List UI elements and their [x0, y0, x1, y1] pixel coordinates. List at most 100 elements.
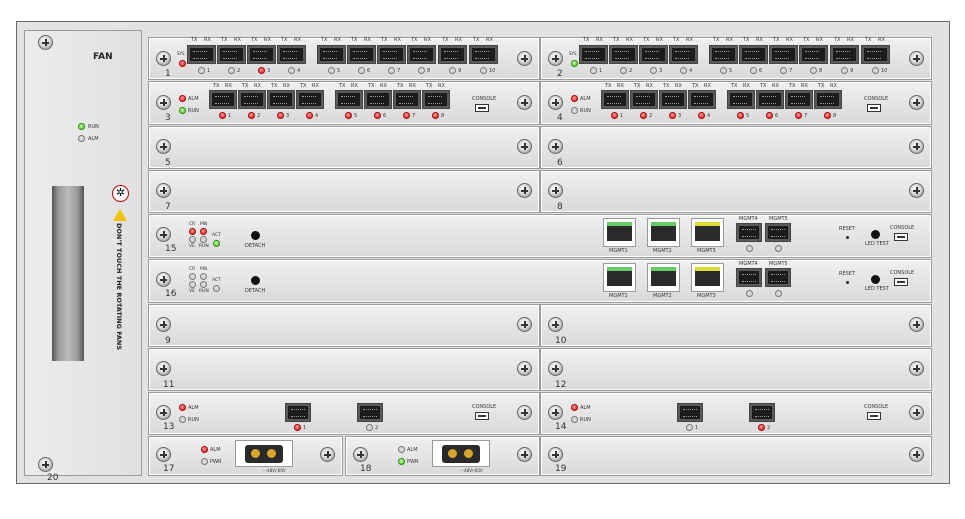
- port-1[interactable]: [677, 403, 703, 422]
- sfp-port-7[interactable]: [769, 45, 798, 64]
- screw-icon[interactable]: [909, 317, 924, 332]
- sfp-port-5[interactable]: [335, 90, 363, 109]
- screw-icon[interactable]: [156, 227, 171, 242]
- sfp-port-10[interactable]: [861, 45, 890, 64]
- empty-slot-9[interactable]: 9: [148, 304, 540, 347]
- control-card-slot-16[interactable]: 16 CR MN VE RUN ACT DETACH MGMT1 MGMT2 M…: [148, 259, 932, 303]
- screw-icon[interactable]: [156, 183, 171, 198]
- detach-button[interactable]: [251, 231, 260, 240]
- empty-slot-12[interactable]: 12: [540, 348, 932, 391]
- reset-button[interactable]: [846, 236, 849, 239]
- sfp-port-4[interactable]: [277, 45, 306, 64]
- sfp-port-6[interactable]: [347, 45, 376, 64]
- screw-icon[interactable]: [909, 183, 924, 198]
- screw-icon[interactable]: [517, 361, 532, 376]
- screw-icon[interactable]: [909, 361, 924, 376]
- sfp-port-6[interactable]: [739, 45, 768, 64]
- screw-icon[interactable]: [548, 361, 563, 376]
- screw-icon[interactable]: [548, 51, 563, 66]
- screw-icon[interactable]: [517, 95, 532, 110]
- sfp-port-10[interactable]: [469, 45, 498, 64]
- sfp-port-4[interactable]: [296, 90, 324, 109]
- mgmt1-port[interactable]: [603, 218, 636, 247]
- screw-icon[interactable]: [548, 183, 563, 198]
- sfp-port-2[interactable]: [630, 90, 658, 109]
- mgmt4-port[interactable]: [736, 268, 762, 287]
- line-card-slot-13[interactable]: 13 ALM RUN 1 2 CONSOLE: [148, 392, 540, 435]
- detach-button[interactable]: [251, 276, 260, 285]
- sfp-port-3[interactable]: [267, 90, 295, 109]
- screw-icon[interactable]: [909, 447, 924, 462]
- port-1[interactable]: [285, 403, 311, 422]
- screw-icon[interactable]: [909, 139, 924, 154]
- empty-slot-5[interactable]: 5: [148, 126, 540, 169]
- power-connector[interactable]: [235, 440, 293, 467]
- empty-slot-8[interactable]: 8: [540, 170, 932, 213]
- mgmt3-port[interactable]: [691, 218, 724, 247]
- sfp-port-8[interactable]: [799, 45, 828, 64]
- screw-icon[interactable]: [909, 95, 924, 110]
- screw-icon[interactable]: [517, 405, 532, 420]
- sfp-port-7[interactable]: [393, 90, 421, 109]
- led-test-button[interactable]: [871, 230, 880, 239]
- screw-icon[interactable]: [156, 95, 171, 110]
- screw-icon[interactable]: [156, 272, 171, 287]
- screw-icon[interactable]: [548, 405, 563, 420]
- console-port[interactable]: [867, 412, 881, 420]
- screw-icon[interactable]: [548, 95, 563, 110]
- screw-icon[interactable]: [156, 51, 171, 66]
- sfp-port-9[interactable]: [830, 45, 859, 64]
- screw-icon[interactable]: [156, 405, 171, 420]
- screw-icon[interactable]: [517, 51, 532, 66]
- sfp-port-2[interactable]: [238, 90, 266, 109]
- sfp-port-4[interactable]: [669, 45, 698, 64]
- sfp-port-7[interactable]: [785, 90, 813, 109]
- sfp-port-6[interactable]: [364, 90, 392, 109]
- screw-icon[interactable]: [156, 139, 171, 154]
- console-port[interactable]: [894, 278, 908, 286]
- screw-icon[interactable]: [156, 317, 171, 332]
- sfp-port-1[interactable]: [601, 90, 629, 109]
- sfp-port-5[interactable]: [727, 90, 755, 109]
- sfp-port-8[interactable]: [422, 90, 450, 109]
- console-port[interactable]: [475, 412, 489, 420]
- mgmt1-port[interactable]: [603, 263, 636, 292]
- screw-icon[interactable]: [517, 183, 532, 198]
- sfp-port-5[interactable]: [709, 45, 738, 64]
- console-port[interactable]: [867, 104, 881, 112]
- sfp-port-3[interactable]: [639, 45, 668, 64]
- empty-slot-11[interactable]: 11: [148, 348, 540, 391]
- screw-icon[interactable]: [38, 457, 53, 472]
- fan-module[interactable]: FAN RUN ALM ✲ DON'T TOUCH THE ROTATING F…: [24, 30, 142, 483]
- sfp-port-2[interactable]: [609, 45, 638, 64]
- power-module-slot-17[interactable]: 17 ALM PWR - -48V/-60V: [148, 436, 343, 476]
- screw-icon[interactable]: [548, 139, 563, 154]
- mgmt5-port[interactable]: [765, 268, 791, 287]
- console-port[interactable]: [894, 233, 908, 241]
- sfp-port-8[interactable]: [814, 90, 842, 109]
- screw-icon[interactable]: [517, 317, 532, 332]
- screw-icon[interactable]: [38, 35, 53, 50]
- sfp-port-8[interactable]: [407, 45, 436, 64]
- screw-icon[interactable]: [548, 317, 563, 332]
- screw-icon[interactable]: [517, 139, 532, 154]
- screw-icon[interactable]: [156, 361, 171, 376]
- sfp-port-1[interactable]: [579, 45, 608, 64]
- screw-icon[interactable]: [156, 447, 171, 462]
- console-port[interactable]: [475, 104, 489, 112]
- port-2[interactable]: [357, 403, 383, 422]
- control-card-slot-15[interactable]: 15 CR MN VE RUN ACT DETACH MGMT1 MGMT2 M…: [148, 214, 932, 258]
- fan-handle[interactable]: [52, 186, 84, 361]
- mgmt2-port[interactable]: [647, 218, 680, 247]
- empty-slot-19[interactable]: 19: [540, 436, 932, 476]
- reset-button[interactable]: [846, 281, 849, 284]
- empty-slot-10[interactable]: 10: [540, 304, 932, 347]
- sfp-port-3[interactable]: [659, 90, 687, 109]
- screw-icon[interactable]: [353, 447, 368, 462]
- led-test-button[interactable]: [871, 275, 880, 284]
- power-connector[interactable]: [432, 440, 490, 467]
